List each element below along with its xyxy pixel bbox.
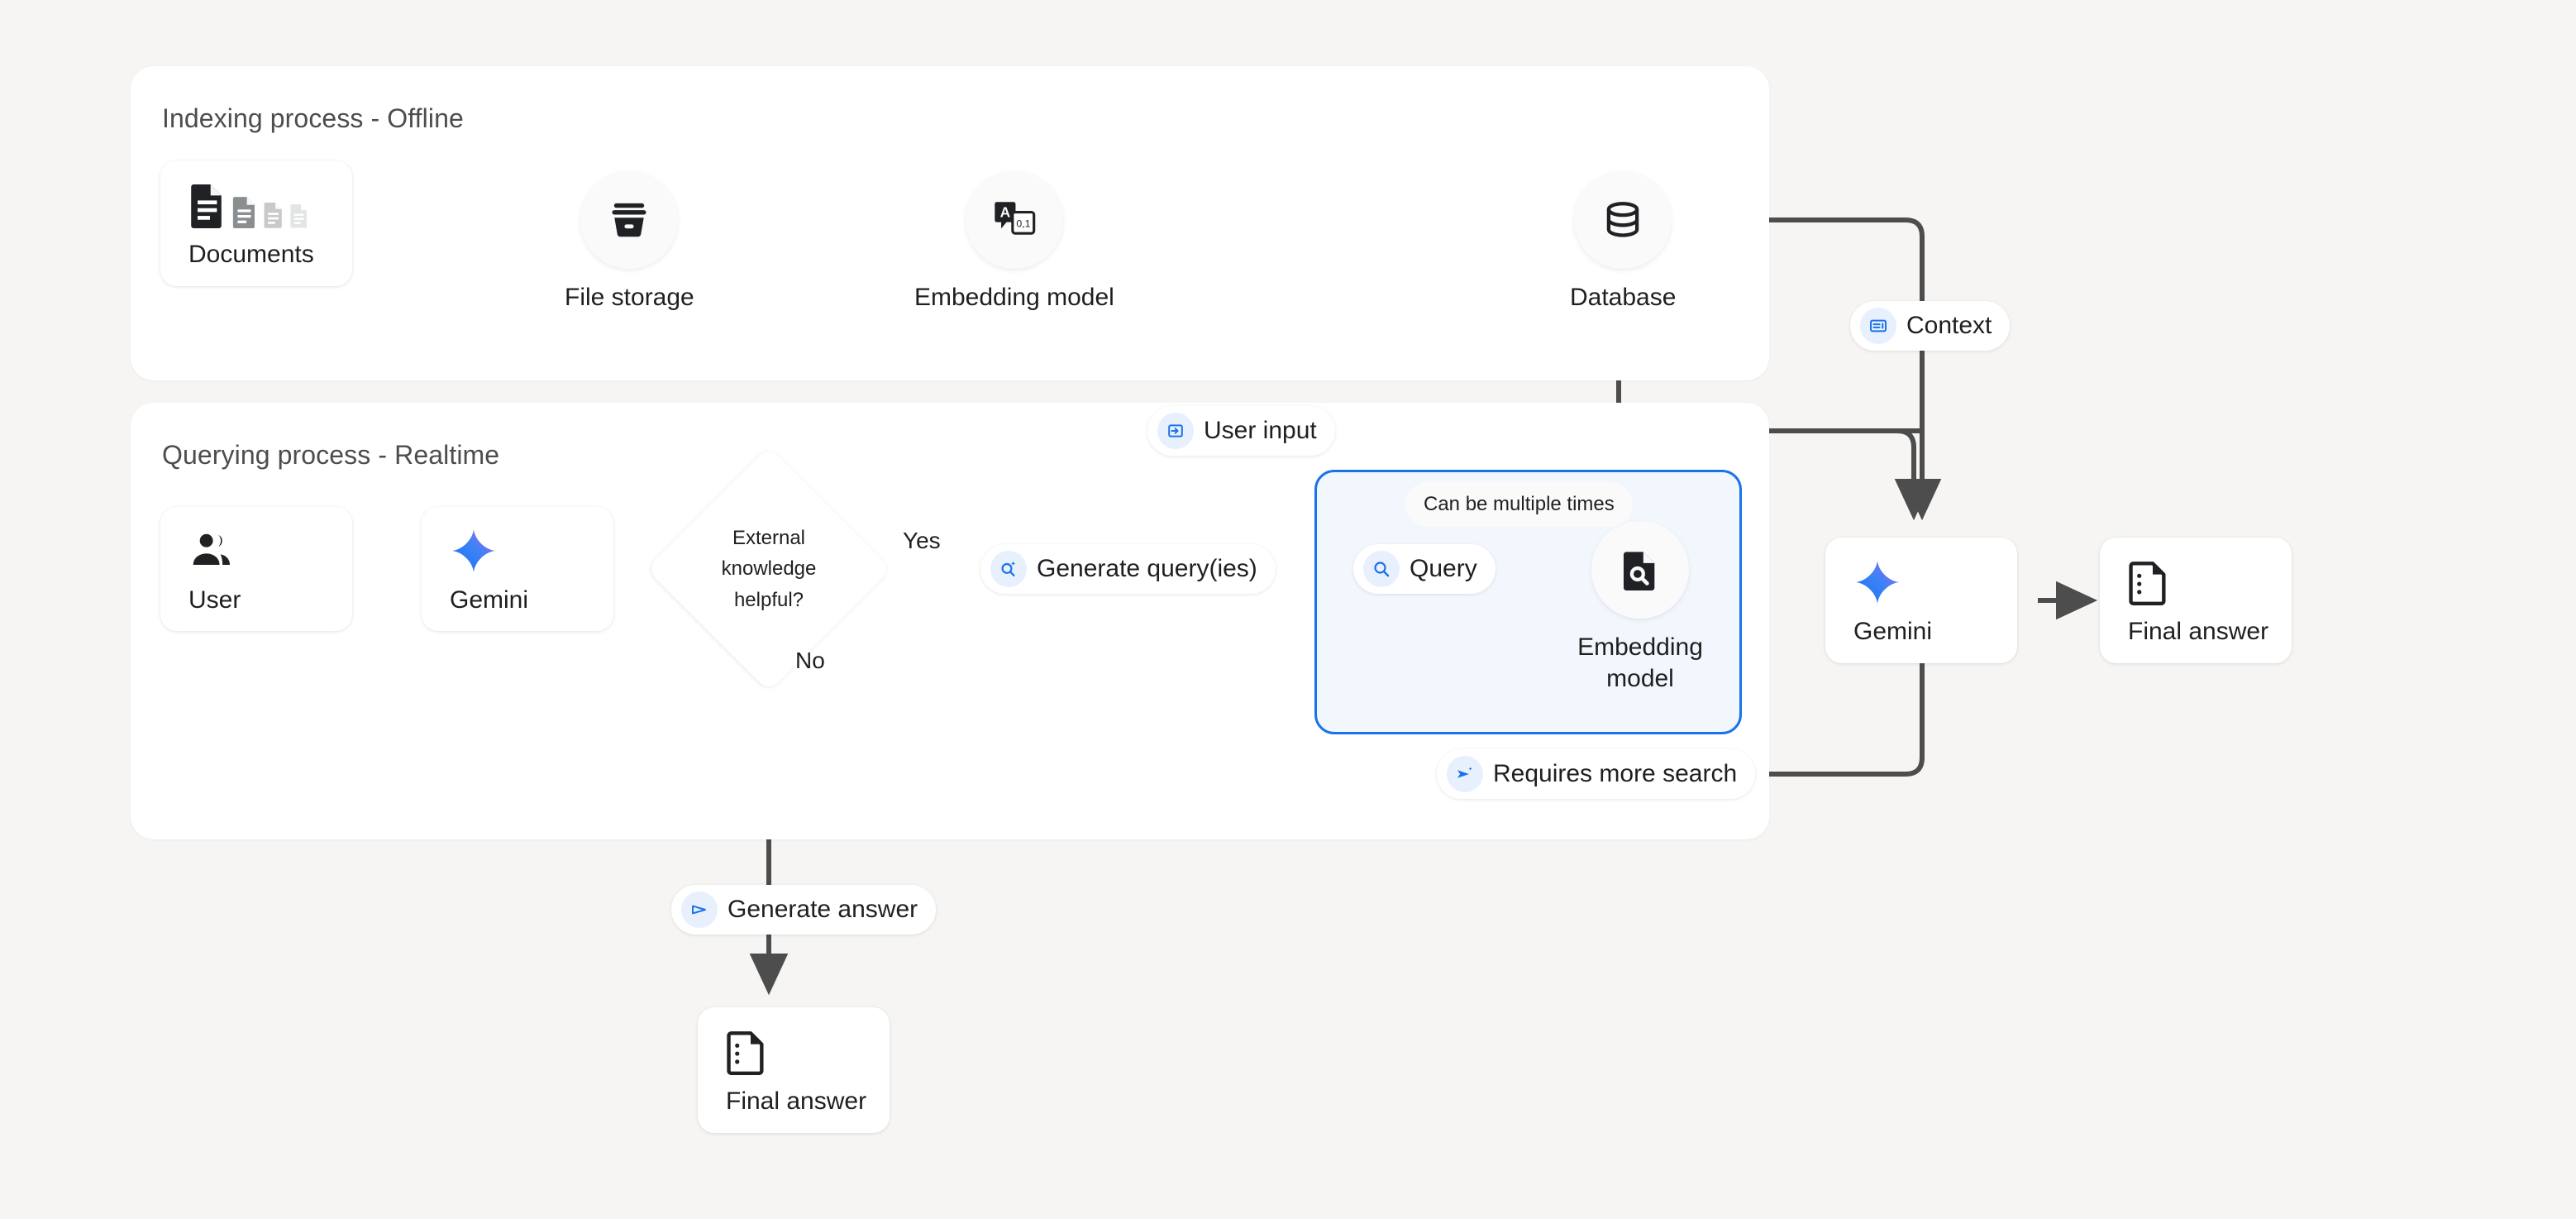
node-file-storage-label: File storage xyxy=(565,284,694,311)
node-final-answer-bottom[interactable]: Final answer xyxy=(698,1007,890,1133)
chip-context-label: Context xyxy=(1906,312,1992,339)
loop-note-text: Can be multiple times xyxy=(1424,493,1615,515)
decision-line-2: knowledge xyxy=(721,557,817,581)
decision-line-1: External xyxy=(732,527,806,550)
document-search-icon xyxy=(1591,521,1689,619)
node-embedding-model-loop[interactable]: Embedding model xyxy=(1570,521,1710,694)
node-gemini-left[interactable]: Gemini xyxy=(422,507,613,631)
archive-icon xyxy=(580,171,679,269)
search-icon xyxy=(1363,551,1400,587)
chip-generate-queries[interactable]: Generate query(ies) xyxy=(980,544,1276,594)
edge-label-yes: Yes xyxy=(903,528,941,553)
chip-generate-queries-label: Generate query(ies) xyxy=(1037,555,1257,582)
context-panel-icon xyxy=(1860,308,1896,344)
node-final-answer-right[interactable]: Final answer xyxy=(2100,538,2292,663)
send-icon xyxy=(681,892,718,928)
node-gemini-right[interactable]: Gemini xyxy=(1825,538,2017,663)
answer-doc-icon xyxy=(726,1025,890,1079)
gemini-spark-icon xyxy=(1853,555,2017,610)
chip-user-input-label: User input xyxy=(1204,417,1317,444)
documents-icon xyxy=(188,178,352,232)
send-sparkle-icon xyxy=(1447,756,1483,792)
database-icon xyxy=(1574,171,1672,269)
node-embedding-model-offline[interactable]: A 0,1 Embedding model xyxy=(914,171,1114,313)
decision-line-3: helpful? xyxy=(733,588,804,611)
node-final-answer-bottom-label: Final answer xyxy=(726,1088,867,1115)
node-embedding-model-loop-label: Embedding model xyxy=(1570,632,1710,694)
panel-indexing-title: Indexing process - Offline xyxy=(162,103,464,133)
panel-indexing xyxy=(131,66,1769,380)
chip-requires-more-search-label: Requires more search xyxy=(1493,760,1738,787)
chip-context[interactable]: Context xyxy=(1850,301,2011,351)
loop-note-can-be-multiple-times: Can be multiple times xyxy=(1405,482,1633,527)
chip-generate-answer-label: Generate answer xyxy=(727,896,918,923)
node-embedding-model-offline-label: Embedding model xyxy=(914,284,1114,311)
node-decision-label: External knowledge helpful? xyxy=(707,523,831,615)
edge-user-input-to-gemini xyxy=(1894,428,1934,521)
embedding-loop-line-1: Embedding xyxy=(1577,633,1703,661)
node-user[interactable]: User xyxy=(160,507,352,631)
node-documents[interactable]: Documents xyxy=(160,160,352,286)
node-user-label: User xyxy=(188,586,241,614)
edge-label-no: No xyxy=(795,648,825,673)
node-gemini-left-label: Gemini xyxy=(450,586,529,614)
search-sparkle-icon xyxy=(990,551,1027,587)
gemini-spark-icon xyxy=(450,523,613,578)
node-gemini-right-label: Gemini xyxy=(1853,618,1933,645)
node-documents-label: Documents xyxy=(188,241,314,268)
panel-querying-title: Querying process - Realtime xyxy=(162,440,500,470)
embedding-loop-line-2: model xyxy=(1606,664,1674,692)
node-final-answer-right-label: Final answer xyxy=(2128,618,2269,645)
node-database[interactable]: Database xyxy=(1570,171,1676,313)
chip-query-label: Query xyxy=(1410,555,1477,582)
answer-doc-icon xyxy=(2128,555,2292,610)
login-icon xyxy=(1157,413,1194,449)
people-icon xyxy=(188,523,352,578)
node-file-storage[interactable]: File storage xyxy=(565,171,694,313)
chip-generate-answer[interactable]: Generate answer xyxy=(671,885,937,935)
svg-text:0,1: 0,1 xyxy=(1016,218,1030,230)
svg-text:A: A xyxy=(1000,204,1011,221)
node-decision-external-knowledge[interactable]: External knowledge helpful? xyxy=(646,446,892,692)
chip-query[interactable]: Query xyxy=(1353,544,1496,594)
node-database-label: Database xyxy=(1570,284,1677,311)
translate-icon: A 0,1 xyxy=(965,171,1063,269)
chip-requires-more-search[interactable]: Requires more search xyxy=(1437,749,1756,799)
chip-user-input[interactable]: User input xyxy=(1147,406,1335,456)
